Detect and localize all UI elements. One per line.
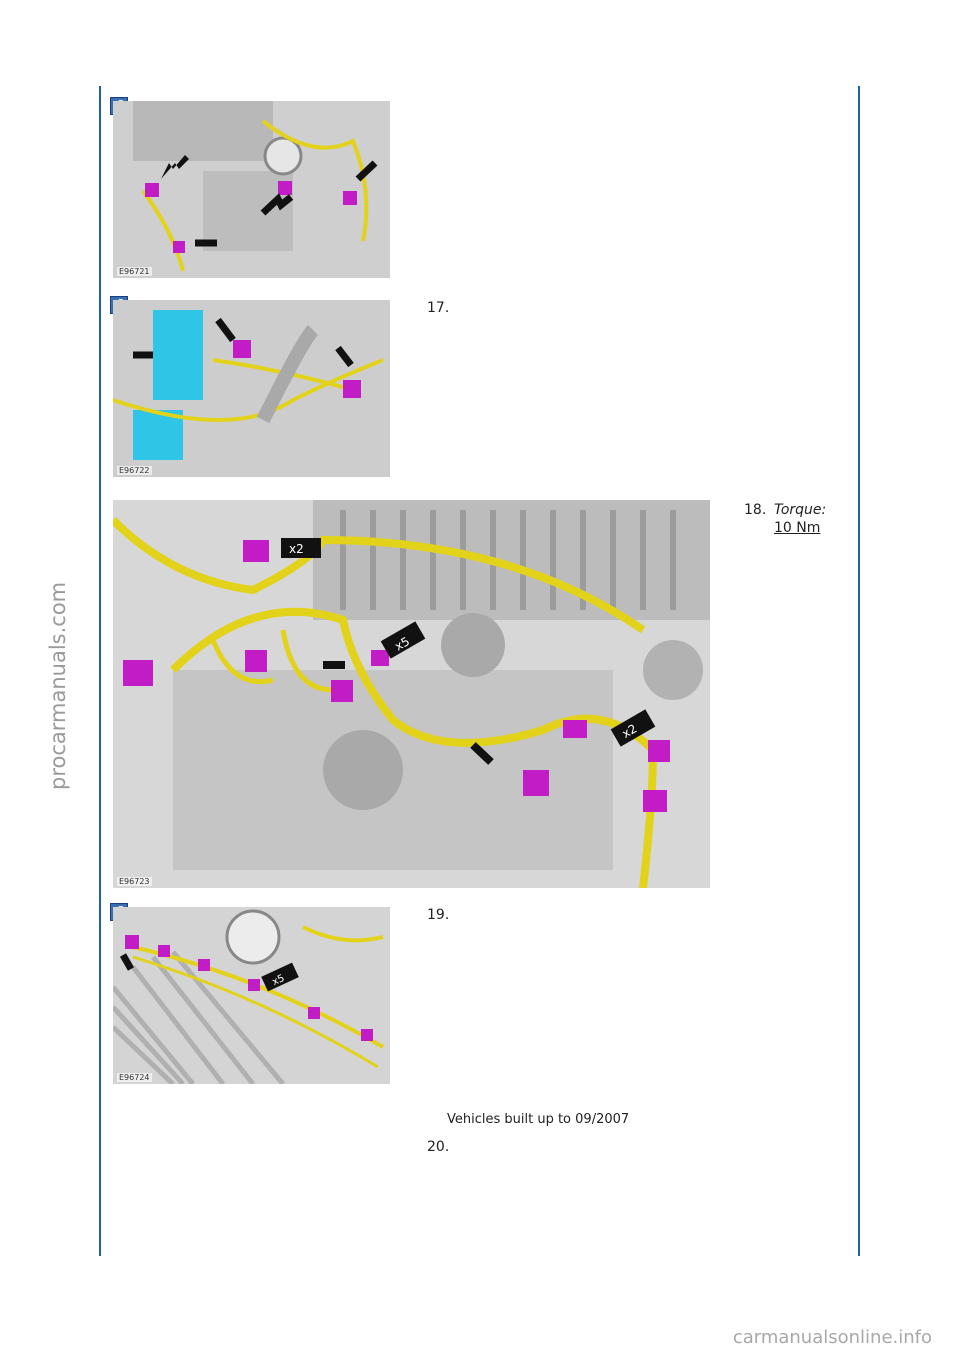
watermark-bottom: carmanualsonline.info	[732, 1327, 932, 1348]
step-number-19: 19.	[427, 907, 450, 923]
figure-id-label: E96721	[117, 267, 152, 276]
step-number-18: 18.	[744, 502, 767, 518]
left-margin-rule	[99, 86, 101, 1256]
engine-figure-3[interactable]: x2 x5 x2 E96723	[113, 500, 710, 888]
figure-id-label: E96723	[117, 877, 152, 886]
figure-id-label: E96724	[117, 1073, 152, 1082]
right-margin-rule	[858, 86, 860, 1256]
engine-illustration: x2 x5 x2	[113, 500, 710, 888]
engine-illustration	[113, 101, 390, 278]
callout-x2: x2	[620, 721, 640, 740]
step-number-17: 17.	[427, 300, 450, 316]
vehicle-applicability-note: Vehicles built up to 09/2007	[447, 1112, 630, 1127]
figure-id-label: E96722	[117, 466, 152, 475]
engine-illustration	[113, 300, 390, 477]
callout-x5: x5	[392, 634, 412, 653]
engine-illustration: x5	[113, 907, 390, 1084]
watermark-side: procarmanuals.com	[46, 581, 70, 790]
engine-figure-1[interactable]: E96721	[113, 101, 390, 278]
torque-value-link[interactable]: 10 Nm	[774, 520, 821, 536]
engine-figure-4[interactable]: x5 E96724	[113, 907, 390, 1084]
callout-x2: x2	[289, 542, 304, 556]
callout-x5: x5	[271, 973, 287, 988]
step-number-20: 20.	[427, 1139, 450, 1155]
engine-figure-2[interactable]: E96722	[113, 300, 390, 477]
torque-label: Torque:	[774, 502, 827, 518]
